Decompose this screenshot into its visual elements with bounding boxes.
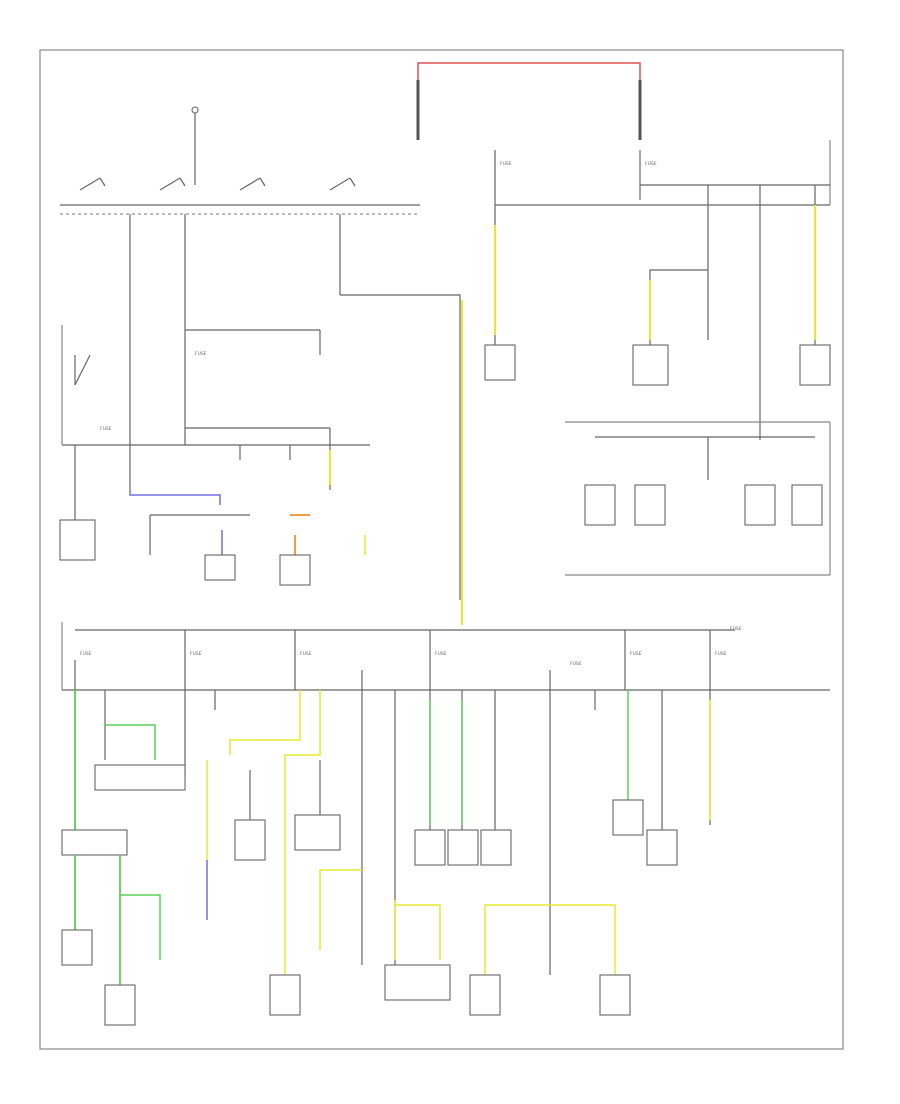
fuse-label: FUSE: [300, 651, 312, 657]
dash-fuse-block: [59, 300, 370, 586]
fuse-label: FUSE: [570, 661, 582, 667]
fuse-label: FUSE: [195, 351, 207, 357]
fuse-label: FUSE: [435, 651, 447, 657]
fuse-label: FUSE: [500, 161, 512, 167]
fuse-label: FUSE: [630, 651, 642, 657]
fuse-label: FUSE: [715, 651, 727, 657]
diagram-border: [39, 49, 844, 1050]
fuse-label: FUSE: [100, 426, 112, 432]
relay-box-right: [565, 421, 831, 576]
fuse-label: FUSE: [730, 626, 742, 632]
fuse-labels: FUSE FUSE FUSE FUSE FUSE FUSE FUSE FUSE …: [80, 161, 742, 667]
underhood-fuse-box: [484, 140, 831, 440]
ignition-switch-block: [60, 106, 420, 300]
fuse-label: FUSE: [190, 651, 202, 657]
fuse-label: FUSE: [645, 161, 657, 167]
main-fuse-box-lower: [61, 622, 830, 1026]
fuse-label: FUSE: [80, 651, 92, 657]
battery-wire-red: [416, 62, 642, 140]
